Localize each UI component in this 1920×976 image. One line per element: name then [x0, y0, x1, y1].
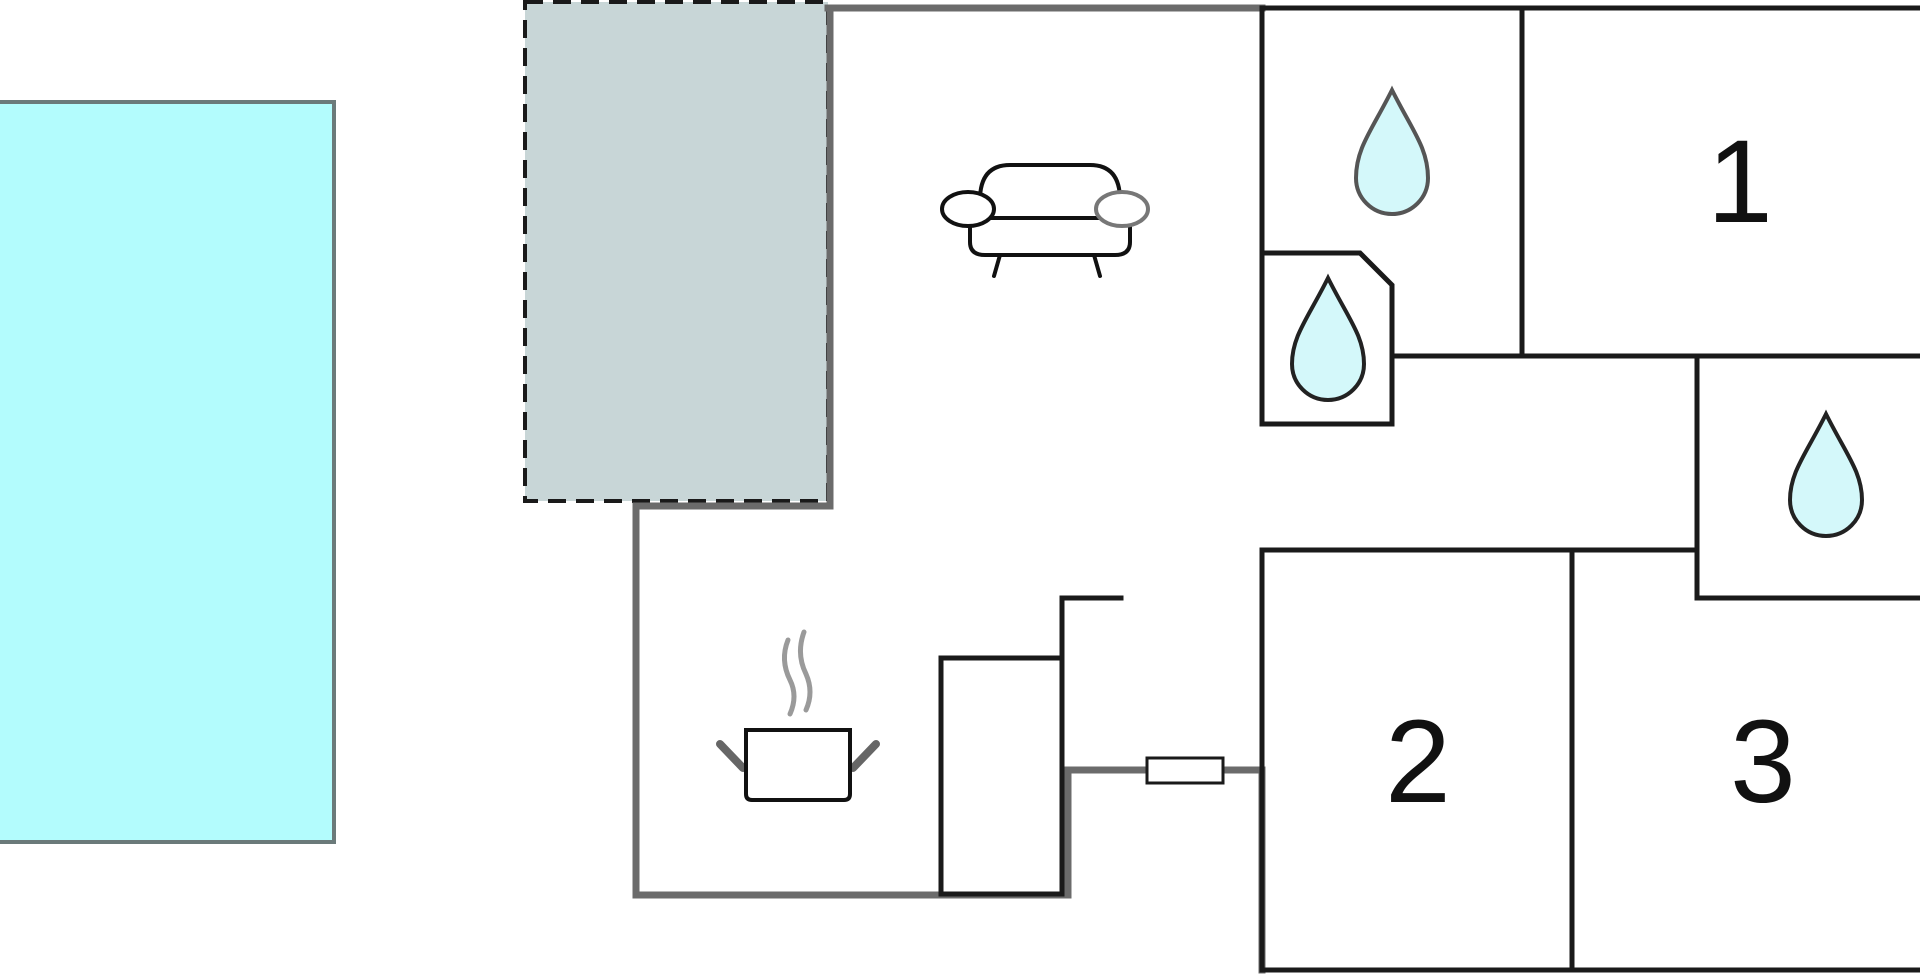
water-drop-icon — [1289, 273, 1367, 402]
water-drop-icon — [1787, 409, 1865, 538]
swimming-pool — [0, 100, 336, 844]
cooking-pot-icon — [716, 629, 880, 802]
interior-walls — [938, 5, 1920, 973]
room-number-1: 1 — [1707, 116, 1773, 248]
door-window — [1145, 756, 1225, 785]
water-drop-icon — [1353, 85, 1431, 216]
terrace — [523, 0, 830, 503]
sofa-icon — [940, 163, 1150, 278]
room-number-2: 2 — [1385, 696, 1451, 828]
room-number-3: 3 — [1730, 696, 1796, 828]
